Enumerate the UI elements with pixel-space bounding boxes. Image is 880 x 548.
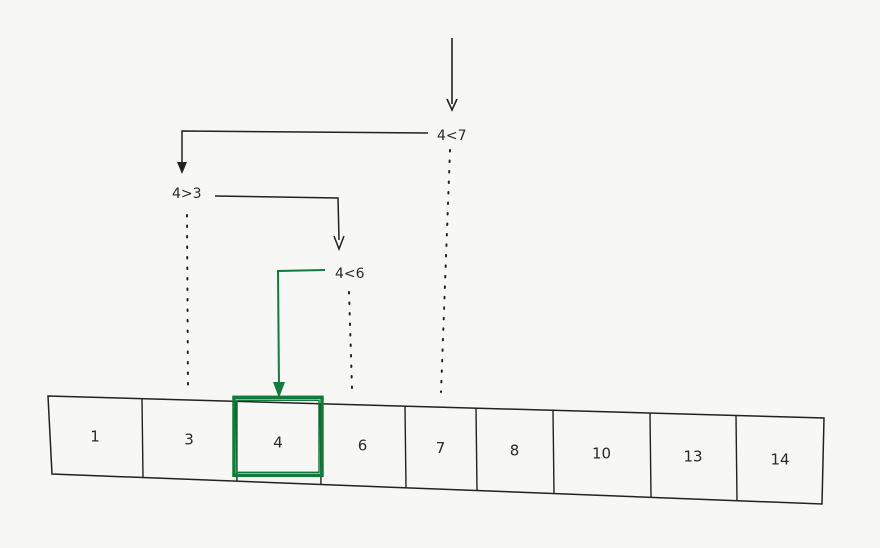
found-cell-highlight [232,395,324,478]
connector-right-branch [214,195,345,252]
array-cell-divider [141,398,144,478]
array-cell-value: 1 [90,428,100,446]
array-cell-divider [404,406,407,488]
array-cell-value: 10 [592,445,611,463]
dotted-guide-7 [440,149,451,393]
connector-left-branch [177,130,429,174]
dotted-guide-6 [348,291,353,389]
array-cell-divider [475,408,478,491]
dotted-guide-3 [186,214,189,389]
array-cell-value: 4 [273,434,283,452]
dotted-guides [186,149,451,393]
entry-arrow [446,38,458,112]
comparison-label-3: 4<6 [335,266,365,282]
found-connector [273,269,326,398]
array-cell-divider [649,413,652,498]
array-cell-value: 6 [358,437,368,455]
array-cell-divider [735,415,738,501]
array-cell-value: 3 [184,431,194,449]
found-cell-highlight-inner [236,399,320,474]
array-cell-value: 7 [436,439,446,457]
array-cell-value: 14 [770,451,789,469]
array-cell-divider [552,410,555,494]
array-cell-value: 8 [510,442,520,460]
array-outline [47,395,825,505]
comparison-label-2: 4>3 [172,186,202,202]
comparison-label-1: 4<7 [437,128,467,144]
array-cell-value: 13 [683,448,702,466]
